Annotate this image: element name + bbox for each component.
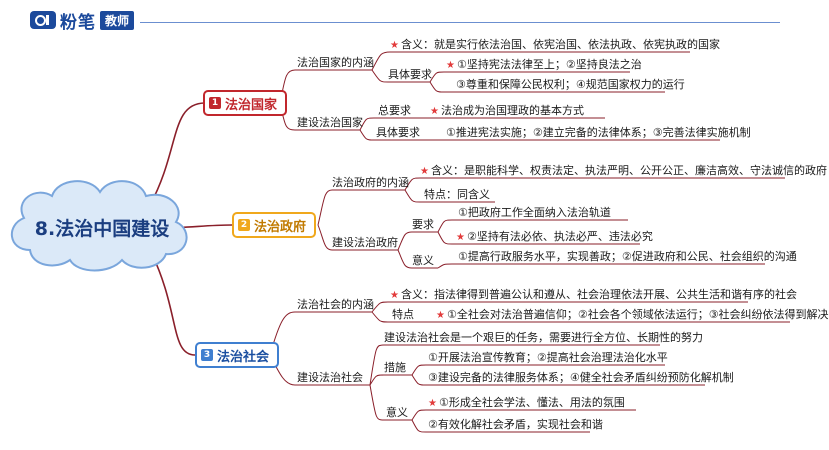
brand-name: 粉笔: [60, 12, 96, 33]
star-icon: ★: [446, 60, 455, 71]
brand-mark-icon: [30, 11, 56, 29]
star-icon: ★: [456, 232, 465, 243]
center-cloud-shape: [10, 180, 188, 272]
connector-lines: [10, 51, 790, 433]
b3-measures[interactable]: 措施: [384, 361, 406, 374]
b3-sig-1[interactable]: ★①形成全社会学法、懂法、用法的氛围: [428, 396, 625, 411]
branch-rule-of-law-society[interactable]: 3 法治社会: [195, 342, 280, 368]
b3-definition[interactable]: ★含义：指法律得到普遍公认和遵从、社会治理依法开展、公共生活和谐有序的社会: [390, 288, 797, 303]
b3-measure-2[interactable]: ③建设完备的法律服务体系；④健全社会矛盾纠纷预防化解机制: [428, 371, 734, 384]
b3-sig-2[interactable]: ②有效化解社会矛盾，实现社会和谐: [428, 418, 603, 431]
center-node[interactable]: 8.法治中国建设: [6, 188, 198, 266]
b1-general-req-text: 法治成为治国理政的基本方式: [440, 104, 584, 117]
b1-build[interactable]: 建设法治国家: [297, 116, 363, 129]
b2-sig-1[interactable]: ①提高行政服务水平，实现善政；②促进政府和公民、社会组织的沟通: [458, 250, 797, 263]
b2-connotation[interactable]: 法治政府的内涵: [332, 176, 409, 189]
b3-features[interactable]: 特点: [392, 308, 414, 321]
b2-definition-text: 含义：是职能科学、权责法定、执法严明、公开公正、廉洁高效、守法诚信的政府: [430, 164, 827, 177]
b1-req-1-text: ①坚持宪法法律至上；②坚持良法之治: [456, 58, 642, 71]
b1-connotation[interactable]: 法治国家的内涵: [297, 56, 374, 69]
branch-label: 法治政府: [254, 219, 307, 235]
brand-logo: 粉笔 教师: [30, 9, 135, 33]
b2-requirements[interactable]: 要求: [412, 218, 434, 231]
b2-definition[interactable]: ★含义：是职能科学、权责法定、执法严明、公开公正、廉洁高效、守法诚信的政府: [420, 164, 827, 179]
b3-feature-1-text: ①全社会对法治普遍信仰；②社会各个领域依法运行；③社会纠纷依法得到解决: [446, 308, 829, 321]
header-divider: [140, 22, 780, 23]
b1-definition-text: 含义：就是实行依法治国、依宪治国、依法执政、依宪执政的国家: [400, 38, 720, 51]
star-icon: ★: [390, 40, 399, 51]
branch-badge: 3: [201, 349, 213, 361]
b1-definition[interactable]: ★含义：就是实行依法治国、依宪治国、依法执政、依宪执政的国家: [390, 38, 720, 53]
star-icon: ★: [428, 398, 437, 409]
b3-significance[interactable]: 意义: [386, 406, 408, 419]
b3-build[interactable]: 建设法治社会: [297, 371, 363, 384]
b3-measure-1[interactable]: ①开展法治宣传教育；②提高社会治理法治化水平: [428, 351, 668, 364]
b2-req-2[interactable]: ★②坚持有法必依、执法必严、违法必究: [456, 230, 653, 245]
star-icon: ★: [420, 166, 429, 177]
star-icon: ★: [430, 106, 439, 117]
b1-general-req[interactable]: 总要求: [378, 104, 411, 117]
b1-req-2[interactable]: ③尊重和保障公民权利；④规范国家权力的运行: [456, 78, 685, 91]
b2-req-2-text: ②坚持有法必依、执法必严、违法必究: [466, 230, 653, 243]
b3-intro[interactable]: 建设法治社会是一个艰巨的任务，需要进行全方位、长期性的努力: [384, 331, 703, 344]
b3-sig-1-text: ①形成全社会学法、懂法、用法的氛围: [438, 396, 625, 409]
b3-feature-1[interactable]: ★①全社会对法治普遍信仰；②社会各个领域依法运行；③社会纠纷依法得到解决: [436, 308, 829, 323]
branch-badge: 2: [238, 219, 250, 231]
b3-definition-text: 含义：指法律得到普遍公认和遵从、社会治理依法开展、公共生活和谐有序的社会: [400, 288, 797, 301]
b2-features[interactable]: 特点：同含义: [424, 188, 490, 201]
b3-connotation[interactable]: 法治社会的内涵: [297, 298, 374, 311]
star-icon: ★: [390, 290, 399, 301]
center-title: 8.法治中国建设: [34, 217, 170, 240]
b1-general-req-value[interactable]: ★法治成为治国理政的基本方式: [430, 104, 584, 119]
b1-specific-req[interactable]: 具体要求: [376, 126, 420, 139]
branch-badge: 1: [209, 97, 221, 109]
b1-req-3[interactable]: ①推进宪法实施；②建立完备的法律体系；③完善法律实施机制: [446, 126, 751, 139]
branch-label: 法治国家: [225, 97, 278, 113]
b2-significance[interactable]: 意义: [412, 254, 434, 267]
b2-req-1[interactable]: ①把政府工作全面纳入法治轨道: [458, 206, 611, 219]
brand-tag: 教师: [100, 10, 135, 30]
branch-label: 法治社会: [217, 349, 270, 365]
b1-requirements[interactable]: 具体要求: [388, 68, 432, 81]
b1-req-1[interactable]: ★①坚持宪法法律至上；②坚持良法之治: [446, 58, 642, 73]
branch-rule-of-law-country[interactable]: 1 法治国家: [203, 90, 288, 116]
branch-rule-of-law-government[interactable]: 2 法治政府: [232, 212, 317, 238]
star-icon: ★: [436, 310, 445, 321]
b2-build[interactable]: 建设法治政府: [332, 236, 398, 249]
